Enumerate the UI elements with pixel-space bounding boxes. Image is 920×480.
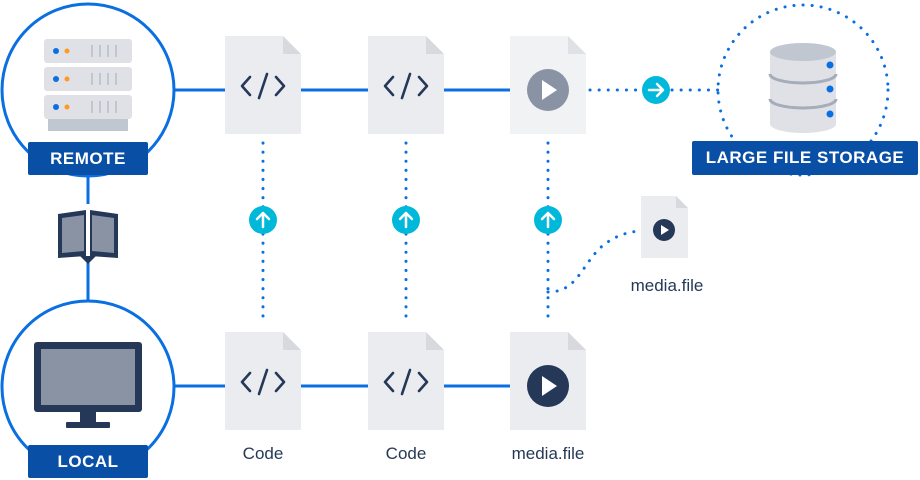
remote-code-file-2	[366, 34, 446, 136]
local-code-file-2	[366, 330, 446, 432]
upload-arrow-icon-1	[249, 206, 277, 234]
floating-media-file	[641, 196, 688, 258]
remote-label: REMOTE	[28, 142, 148, 175]
remote-node	[0, 2, 176, 178]
large-file-storage-label: LARGE FILE STORAGE	[692, 141, 918, 175]
local-media-file	[510, 332, 586, 430]
code-file-label-1: Code	[242, 444, 284, 463]
remote-code-file-1	[223, 34, 303, 136]
book-icon	[58, 210, 118, 264]
floating-media-file-label: media.file	[630, 276, 704, 295]
code-file-label-2: Code	[385, 444, 427, 463]
local-node	[0, 299, 176, 475]
transfer-arrow-icon	[642, 76, 670, 104]
remote-media-pointer-file	[510, 36, 586, 134]
server-icon	[44, 39, 132, 131]
local-label: LOCAL	[28, 445, 148, 478]
monitor-icon	[34, 342, 142, 428]
push-dotted-lines	[261, 3, 890, 322]
media-file-label: media.file	[511, 444, 585, 463]
upload-arrow-icon-2	[392, 206, 420, 234]
database-icon	[768, 43, 838, 133]
local-code-file-1	[223, 330, 303, 432]
upload-arrow-icon-3	[534, 206, 562, 234]
